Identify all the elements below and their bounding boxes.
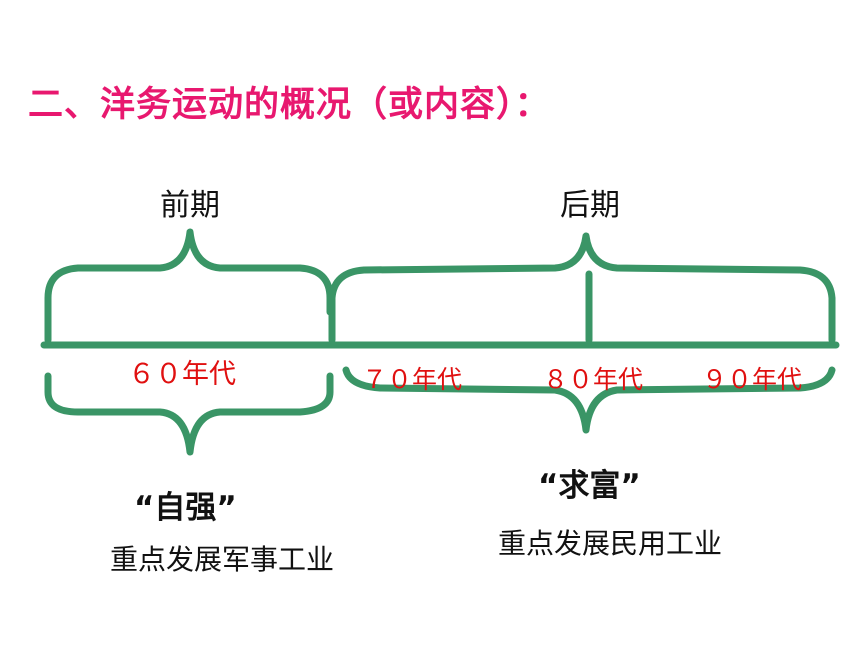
brace-top-early bbox=[44, 228, 334, 344]
bracket-group bbox=[40, 228, 840, 456]
slogan-early: “自强” bbox=[134, 490, 237, 526]
page-title: 二、洋务运动的概况（或内容）： bbox=[28, 85, 551, 125]
focus-late: 重点发展民用工业 bbox=[498, 527, 723, 560]
decade-label-80s: ８０年代 bbox=[543, 365, 644, 394]
decade-label-70s: ７０年代 bbox=[362, 365, 463, 394]
decade-label-60s: ６０年代 bbox=[128, 359, 236, 390]
focus-early: 重点发展军事工业 bbox=[110, 543, 335, 576]
brace-bottom-late bbox=[342, 366, 836, 434]
brace-top-late bbox=[328, 232, 836, 344]
decade-label-90s: ９０年代 bbox=[702, 365, 803, 394]
period-label-late: 后期 bbox=[560, 188, 620, 223]
slogan-late: “求富” bbox=[538, 468, 641, 504]
period-label-early: 前期 bbox=[160, 188, 220, 223]
brace-bottom-early bbox=[44, 372, 334, 456]
